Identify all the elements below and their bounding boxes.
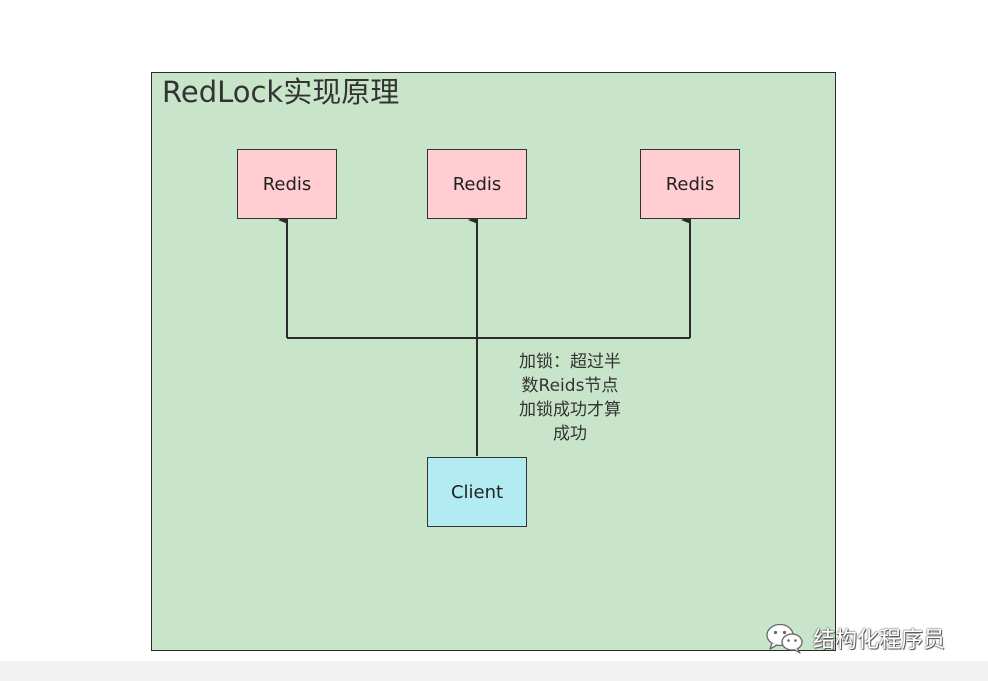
redis-node-3: Redis [640,149,740,219]
bottom-bar [0,661,988,681]
client-node: Client [427,457,527,527]
redis-node-1: Redis [237,149,337,219]
watermark-text: 结构化程序员 [813,628,946,653]
note-line: 成功 [553,424,587,444]
diagram-title: RedLock实现原理 [162,75,400,109]
wechat-icon [766,623,803,654]
note-line: 数Reids节点 [521,376,619,396]
client-node-label: Client [450,481,504,503]
note-line: 加锁成功才算 [519,400,621,420]
redis-node-label: Redis [665,173,715,195]
watermark: 结构化程序员 [765,620,945,656]
note-line: 加锁：超过半 [519,352,621,372]
redis-node-label: Redis [452,173,502,195]
lock-rule-note: 加锁：超过半 数Reids节点 加锁成功才算 成功 [505,350,635,446]
redis-node-label: Redis [262,173,312,195]
redis-node-2: Redis [427,149,527,219]
